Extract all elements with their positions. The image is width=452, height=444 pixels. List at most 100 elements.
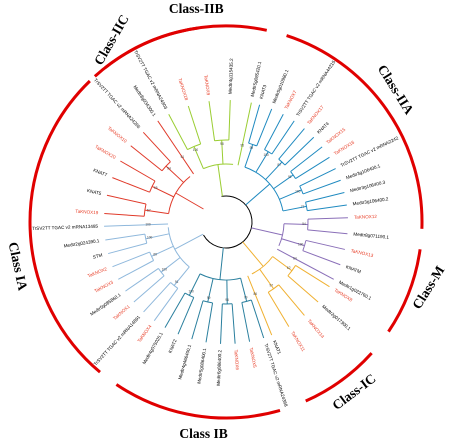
leaf-branch	[295, 265, 330, 288]
bootstrap-label: 57	[147, 209, 151, 213]
leaf-branch	[307, 204, 347, 212]
leaf-branch	[108, 242, 147, 255]
clade-stem	[242, 241, 264, 267]
leaf-label: STM	[92, 252, 103, 259]
leaf-label: TrSV2TT TGAC v2 mRNA24903	[133, 49, 169, 110]
clade-arc	[168, 176, 191, 214]
leaf-label: TaKNOX15	[325, 127, 347, 145]
sub-stem	[207, 278, 214, 303]
leaf-branch	[228, 100, 231, 141]
sub-stem	[279, 189, 302, 200]
clade-m	[251, 217, 348, 280]
bootstrap-label: 61	[181, 155, 185, 159]
bootstrap-label: 95	[154, 186, 158, 190]
bootstrap-label: 100	[298, 242, 304, 246]
leaf-branch	[302, 179, 341, 195]
leaf-label: TaKNOX3	[94, 279, 115, 293]
leaf-label: Medtr4g466400.1	[177, 344, 192, 380]
sub-stem	[244, 144, 254, 168]
leaf-label: TaKNOX7	[284, 89, 298, 110]
sub-stem	[255, 151, 269, 173]
leaf-label: TaKNOX9	[203, 75, 211, 96]
ring-arc-m	[387, 249, 422, 333]
leaf-branch	[250, 299, 265, 339]
leaf-branch	[105, 233, 145, 241]
leaf-label: KNAT2	[167, 338, 177, 354]
bootstrap-label: 100	[145, 223, 151, 227]
leaf-label: TrSV2TT TGAC v2 mRNA14891	[93, 314, 142, 366]
bootstrap-label: 54	[302, 222, 306, 226]
leaf-branch	[256, 108, 273, 147]
leaf-branch	[271, 120, 295, 155]
leaf-label: KNAT5	[87, 188, 103, 196]
bootstrap-label: 100	[264, 153, 270, 157]
leaf-branch	[302, 250, 341, 266]
root-branches	[203, 195, 253, 249]
leaf-branch	[153, 288, 179, 321]
leaf-label: TaKNOX17	[306, 104, 325, 125]
sub-stem	[193, 146, 204, 169]
clade-iic	[104, 120, 204, 217]
class-label-iic: Class-IIC	[91, 12, 132, 68]
leaf-label: Medtr8g071190.1	[353, 231, 389, 239]
leaf-branch	[164, 292, 186, 328]
leaf-label: KNAT4	[316, 121, 330, 135]
leaf-branch	[112, 251, 150, 268]
leaf-label: TaKNOX6	[233, 349, 240, 370]
leaf-label: KNAT7	[92, 168, 108, 178]
leaf-branch	[168, 114, 188, 150]
bootstrap-label: 100	[295, 189, 301, 193]
bootstrap-label: 91	[288, 175, 292, 179]
sub-stem	[145, 233, 170, 240]
clade-iia	[244, 104, 347, 212]
leaf-label: KNAT3	[259, 84, 268, 100]
leaf-branch	[278, 128, 305, 160]
sub-stem	[281, 238, 305, 247]
sub-stem	[151, 245, 174, 257]
leaf-branch	[112, 177, 150, 193]
leaf-label: TaKNOX13	[350, 248, 374, 258]
bootstrap-label: 62	[287, 266, 291, 270]
leaf-branch	[143, 282, 171, 313]
leaf-label: TaKNOX18	[177, 78, 189, 102]
leaf-branch	[104, 224, 145, 227]
leaf-branch	[177, 297, 195, 335]
leaf-label: Medtr3g106400.3	[350, 180, 387, 194]
leaf-branch	[106, 194, 147, 205]
leaf-label: Medtr6g086400.2	[216, 349, 223, 386]
bootstrap-label: 87	[277, 163, 281, 167]
bootstrap-label: 64	[293, 256, 297, 260]
leaf-label: TrSV2TT TGAC v2 mRNA13485	[32, 224, 99, 231]
leaf-branch	[118, 260, 154, 280]
leaf-label: Medtr2g017300.1	[321, 304, 352, 332]
bootstrap-label: 99	[207, 296, 211, 300]
ring-arc-iic	[104, 26, 199, 69]
bootstrap-label: 86	[253, 292, 257, 296]
leaf-branch	[241, 302, 251, 342]
leaf-branch	[133, 275, 165, 303]
tree-leaves: TrSV2TT TGAC v2 mRNA24903 TaKNOX18 TaKNOX9…	[32, 49, 399, 407]
sub-stem	[265, 161, 283, 180]
leaf-branch	[299, 168, 336, 187]
clade-stem	[175, 192, 204, 210]
bootstrap-label: 96	[225, 298, 229, 302]
bootstrap-label: 97	[270, 283, 274, 287]
sub-arc	[214, 139, 229, 142]
class-label-ia: Class IA	[6, 241, 31, 292]
leaf-label: Medtr5g010980.1	[271, 68, 289, 104]
sub-arc	[290, 171, 296, 179]
sub-stem	[282, 205, 307, 212]
leaf-label: TaKNOX2	[87, 266, 108, 278]
class-label-ib: Class IB	[179, 426, 227, 441]
leaf-label: TrSV2TT TGAC v2 mRNA44215	[295, 59, 336, 117]
bootstrap-label: 99	[250, 146, 254, 150]
clade-stem	[174, 233, 204, 250]
class-ring	[28, 24, 424, 420]
ring-arc-iia	[286, 34, 424, 229]
leaf-label: TaKNOX16	[333, 139, 356, 156]
bootstrap-label: 94	[167, 167, 171, 171]
class-label-iib: Class-IIB	[169, 1, 224, 16]
clade-stem	[219, 247, 224, 280]
